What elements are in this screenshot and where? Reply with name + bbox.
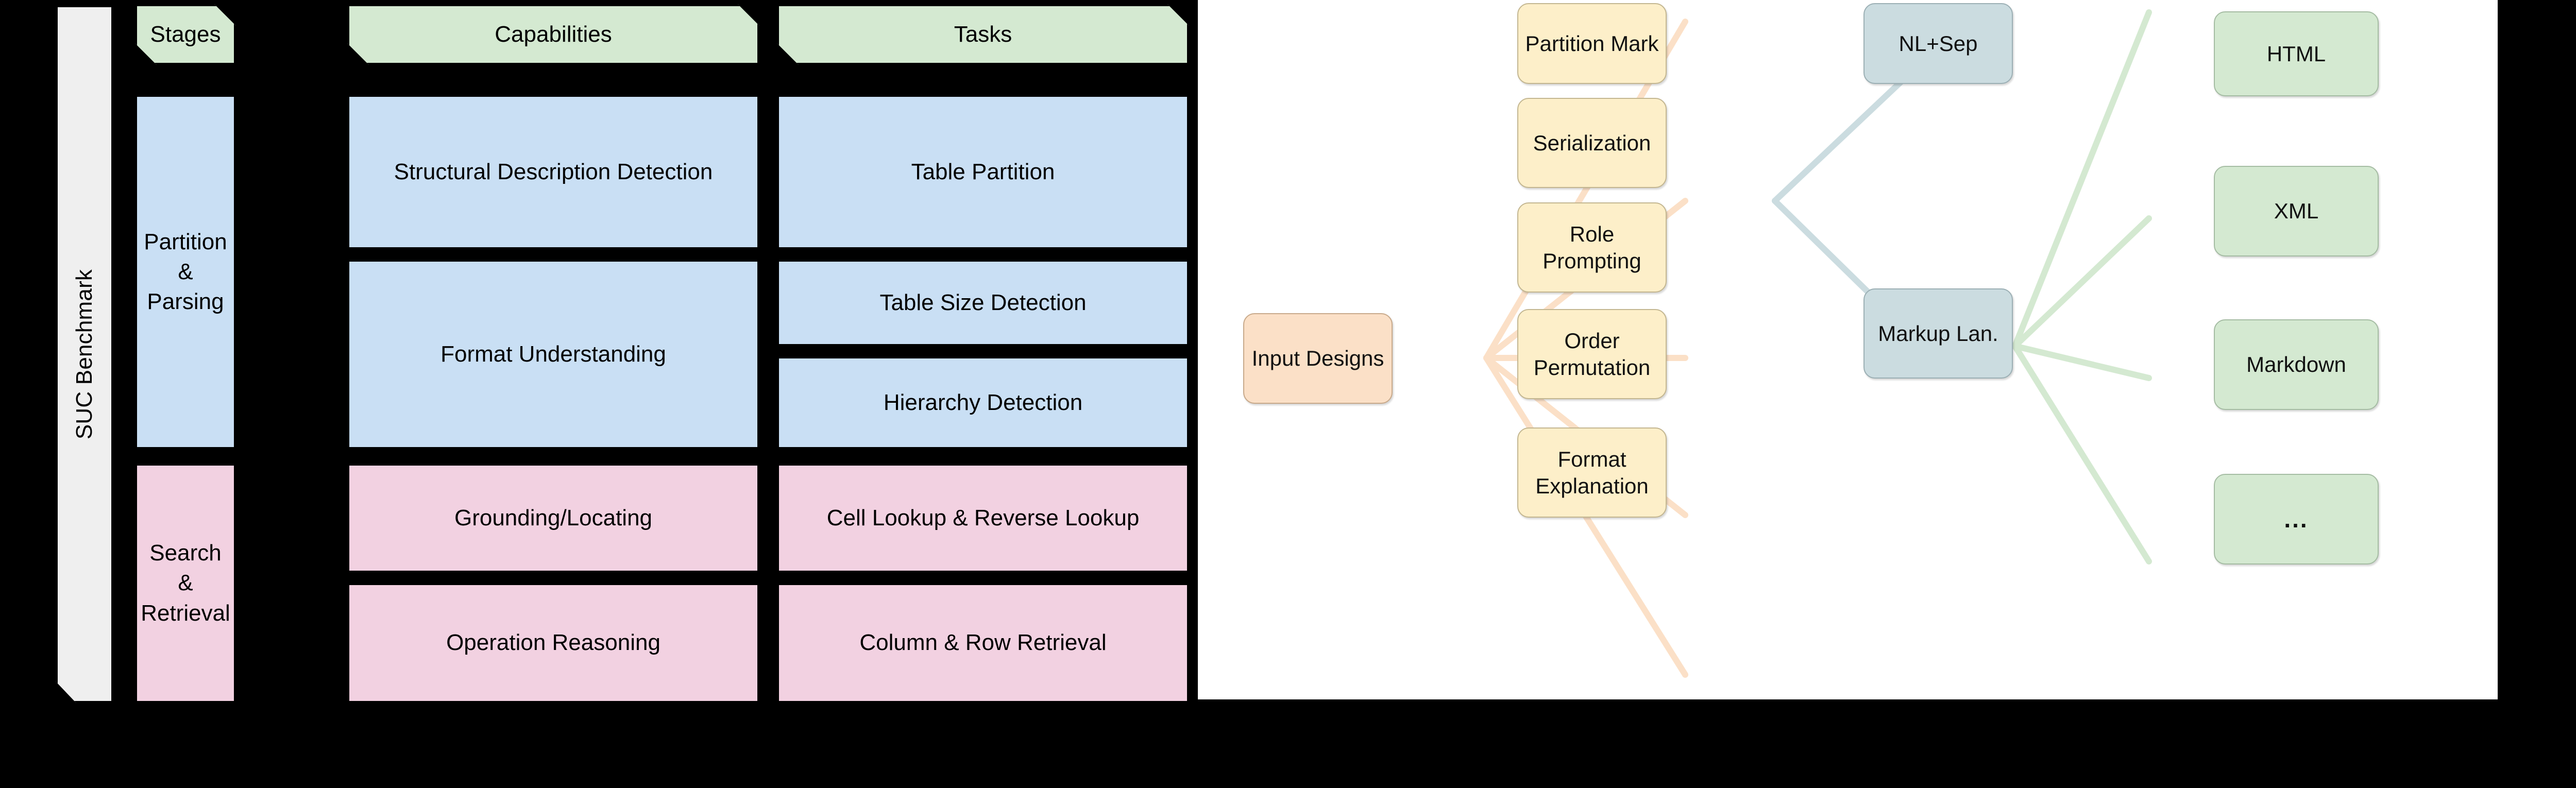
task-tile-table-partition: Table Partition xyxy=(777,95,1189,249)
node-markdown-label: Markdown xyxy=(2246,352,2346,377)
node-ellipsis-more-formats-label: ... xyxy=(2284,505,2309,533)
suc-benchmark-side-band: SUC Benchmark xyxy=(56,5,113,703)
column-header-stages: Stages xyxy=(135,4,236,65)
capability-tile-structural-description-detection-label: Structural Description Detection xyxy=(394,159,713,184)
node-role-prompting[interactable]: Role Prompting xyxy=(1517,202,1667,293)
input-designs-flowchart-panel: Input Designs Partition Mark Serializati… xyxy=(1198,0,2498,699)
node-nl-plus-sep[interactable]: NL+Sep xyxy=(1863,3,2013,84)
capability-tile-grounding-locating-label: Grounding/Locating xyxy=(454,505,653,530)
node-order-permutation-label: Order Permutation xyxy=(1533,329,1651,380)
suc-benchmark-taxonomy-panel: SUC Benchmark Stages Capabilities Tasks … xyxy=(0,0,1189,716)
node-markup-language[interactable]: Markup Lan. xyxy=(1863,288,2013,379)
node-html[interactable]: HTML xyxy=(2214,11,2379,96)
node-partition-mark-label: Partition Mark xyxy=(1525,31,1659,56)
node-markup-language-label: Markup Lan. xyxy=(1878,321,1998,346)
node-nl-plus-sep-label: NL+Sep xyxy=(1899,31,1978,56)
suc-benchmark-side-label: SUC Benchmark xyxy=(72,269,97,439)
node-xml[interactable]: XML xyxy=(2214,166,2379,256)
task-tile-table-partition-label: Table Partition xyxy=(911,159,1055,184)
column-header-capabilities: Capabilities xyxy=(347,4,759,65)
node-markdown[interactable]: Markdown xyxy=(2214,319,2379,410)
capability-tile-operation-reasoning: Operation Reasoning xyxy=(347,583,759,703)
node-order-permutation[interactable]: Order Permutation xyxy=(1517,309,1667,399)
stage-tile-partition-and-parsing: Partition & Parsing xyxy=(135,95,236,449)
capability-tile-structural-description-detection: Structural Description Detection xyxy=(347,95,759,249)
node-format-explanation-label: Format Explanation xyxy=(1535,447,1649,498)
node-format-explanation[interactable]: Format Explanation xyxy=(1517,427,1667,518)
task-tile-table-size-detection: Table Size Detection xyxy=(777,260,1189,346)
column-header-capabilities-label: Capabilities xyxy=(495,22,612,47)
column-header-tasks-label: Tasks xyxy=(954,22,1012,47)
stage-tile-search-and-retrieval-label: Search & Retrieval xyxy=(141,540,230,626)
node-serialization-label: Serialization xyxy=(1533,130,1651,155)
capability-tile-format-understanding: Format Understanding xyxy=(347,260,759,449)
capability-tile-format-understanding-label: Format Understanding xyxy=(440,341,666,367)
task-tile-hierarchy-detection-label: Hierarchy Detection xyxy=(883,389,1083,415)
edges-markup-language xyxy=(2012,9,2152,564)
capability-tile-grounding-locating: Grounding/Locating xyxy=(347,464,759,573)
task-tile-cell-lookup-and-reverse-lookup: Cell Lookup & Reverse Lookup xyxy=(777,464,1189,573)
node-input-designs[interactable]: Input Designs xyxy=(1243,313,1393,404)
task-tile-column-and-row-retrieval-label: Column & Row Retrieval xyxy=(859,630,1107,656)
node-xml-label: XML xyxy=(2274,199,2319,224)
stage-tile-search-and-retrieval: Search & Retrieval xyxy=(135,464,236,703)
node-input-designs-label: Input Designs xyxy=(1251,346,1384,371)
column-header-tasks: Tasks xyxy=(777,4,1189,65)
capability-tile-operation-reasoning-label: Operation Reasoning xyxy=(446,630,660,656)
task-tile-column-and-row-retrieval: Column & Row Retrieval xyxy=(777,583,1189,703)
node-role-prompting-label: Role Prompting xyxy=(1543,222,1641,273)
node-partition-mark[interactable]: Partition Mark xyxy=(1517,3,1667,84)
node-html-label: HTML xyxy=(2266,41,2326,66)
column-header-stages-label: Stages xyxy=(150,22,221,47)
task-tile-hierarchy-detection: Hierarchy Detection xyxy=(777,356,1189,449)
node-ellipsis-more-formats[interactable]: ... xyxy=(2214,474,2379,564)
task-tile-table-size-detection-label: Table Size Detection xyxy=(879,289,1087,315)
node-serialization[interactable]: Serialization xyxy=(1517,98,1667,188)
stage-tile-partition-and-parsing-label: Partition & Parsing xyxy=(144,229,227,315)
task-tile-cell-lookup-and-reverse-lookup-label: Cell Lookup & Reverse Lookup xyxy=(826,505,1140,530)
